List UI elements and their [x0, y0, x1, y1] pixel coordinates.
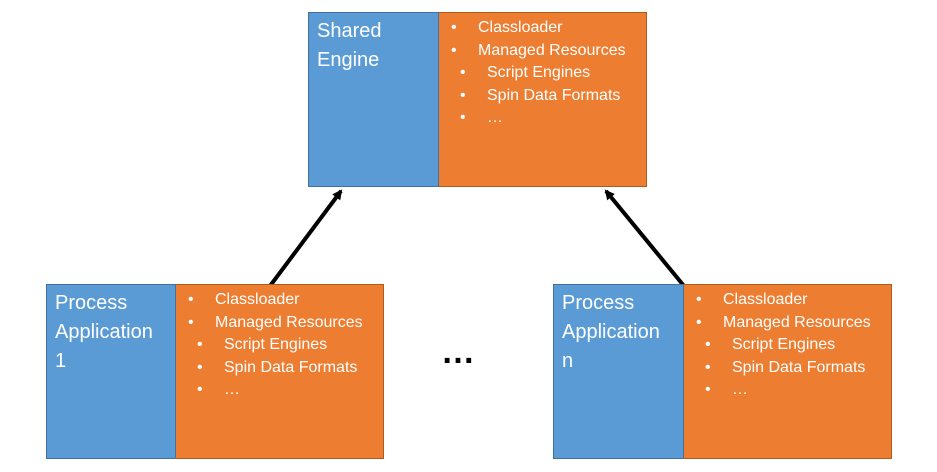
list-item-classloader: Classloader	[176, 289, 377, 312]
list-item-ellipsis: …	[176, 379, 377, 402]
shared-engine-node: Shared Engine Classloader Managed Resour…	[308, 12, 647, 187]
list-item-label: Managed Resources	[723, 313, 871, 331]
list-item-spin-data-formats: Spin Data Formats	[684, 357, 885, 380]
list-item-label: Managed Resources	[478, 41, 626, 59]
separator-ellipsis: …	[441, 333, 476, 371]
list-item-managed-resources: Managed Resources Script Engines Spin Da…	[176, 312, 377, 402]
list-item-classloader: Classloader	[439, 17, 640, 40]
list-item-ellipsis: …	[439, 107, 640, 130]
shared-engine-title: Shared Engine	[308, 12, 439, 187]
process-app-n-resources: Classloader Managed Resources Script Eng…	[684, 284, 892, 459]
process-app-1-title: Process Application 1	[46, 284, 176, 459]
process-app-n-node: Process Application n Classloader Manage…	[553, 284, 892, 459]
arrow-app1-to-engine	[268, 189, 343, 288]
list-item-script-engines: Script Engines	[684, 334, 885, 357]
process-app-1-resources: Classloader Managed Resources Script Eng…	[176, 284, 384, 459]
shared-engine-resources: Classloader Managed Resources Script Eng…	[439, 12, 647, 187]
list-item-managed-resources: Managed Resources Script Engines Spin Da…	[439, 40, 640, 130]
list-item-ellipsis: …	[684, 379, 885, 402]
list-item-spin-data-formats: Spin Data Formats	[176, 357, 377, 380]
process-app-n-title: Process Application n	[553, 284, 684, 459]
list-item-label: Managed Resources	[215, 313, 363, 331]
process-app-1-node: Process Application 1 Classloader Manage…	[46, 284, 384, 459]
list-item-script-engines: Script Engines	[176, 334, 377, 357]
list-item-managed-resources: Managed Resources Script Engines Spin Da…	[684, 312, 885, 402]
list-item-classloader: Classloader	[684, 289, 885, 312]
list-item-script-engines: Script Engines	[439, 62, 640, 85]
list-item-spin-data-formats: Spin Data Formats	[439, 85, 640, 108]
arrow-appn-to-engine	[604, 189, 686, 288]
